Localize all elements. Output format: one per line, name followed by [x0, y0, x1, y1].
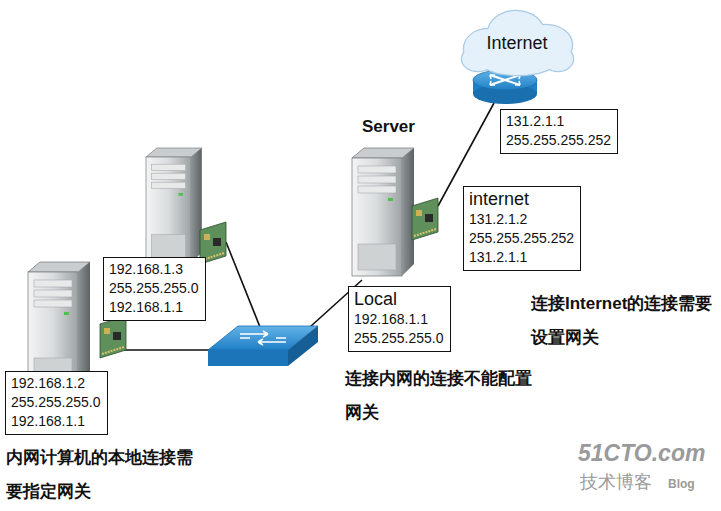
- address-box: 192.168.1.2255.255.255.0192.168.1.1: [5, 371, 108, 435]
- address-box: 192.168.1.3255.255.255.0192.168.1.1: [103, 257, 206, 321]
- connection-name: Local: [354, 289, 444, 310]
- address-text: 255.255.255.0: [109, 279, 199, 298]
- internet-cloud: Internet: [458, 5, 576, 81]
- address-text: 192.168.1.2: [11, 374, 101, 393]
- address-box: 131.2.1.1255.255.255.252: [500, 109, 618, 154]
- server-icon: [352, 148, 438, 276]
- watermark: Blog: [668, 476, 695, 492]
- address-box: Local192.168.1.1255.255.255.0: [348, 286, 451, 352]
- note-text: 连接内网的连接不能配置网关: [345, 362, 535, 430]
- address-text: 255.255.255.252: [469, 229, 574, 248]
- switch-icon: [208, 326, 318, 366]
- wire: [124, 349, 214, 351]
- server-label: Server: [362, 116, 415, 138]
- computer-icon: [146, 148, 226, 264]
- wire: [226, 242, 262, 332]
- note-text: 内网计算机的本地连接需要指定网关: [6, 441, 196, 509]
- address-text: 192.168.1.1: [109, 298, 199, 317]
- address-text: 131.2.1.1: [469, 248, 574, 267]
- address-text: 131.2.1.1: [506, 112, 611, 131]
- address-text: 192.168.1.3: [109, 260, 199, 279]
- connection-name: internet: [469, 189, 574, 210]
- address-text: 192.168.1.1: [11, 412, 101, 431]
- watermark: 51CTO.com: [578, 440, 705, 466]
- address-text: Internet: [458, 5, 576, 81]
- watermark: 技术博客: [580, 470, 652, 494]
- address-text: 255.255.255.252: [506, 131, 611, 150]
- note-text: 连接Internet的连接需要设置网关: [531, 287, 717, 355]
- address-text: 192.168.1.1: [354, 310, 444, 329]
- address-box: internet131.2.1.2255.255.255.252131.2.1.…: [463, 186, 581, 271]
- address-text: 255.255.255.0: [354, 329, 444, 348]
- address-text: 255.255.255.0: [11, 393, 101, 412]
- address-text: 131.2.1.2: [469, 210, 574, 229]
